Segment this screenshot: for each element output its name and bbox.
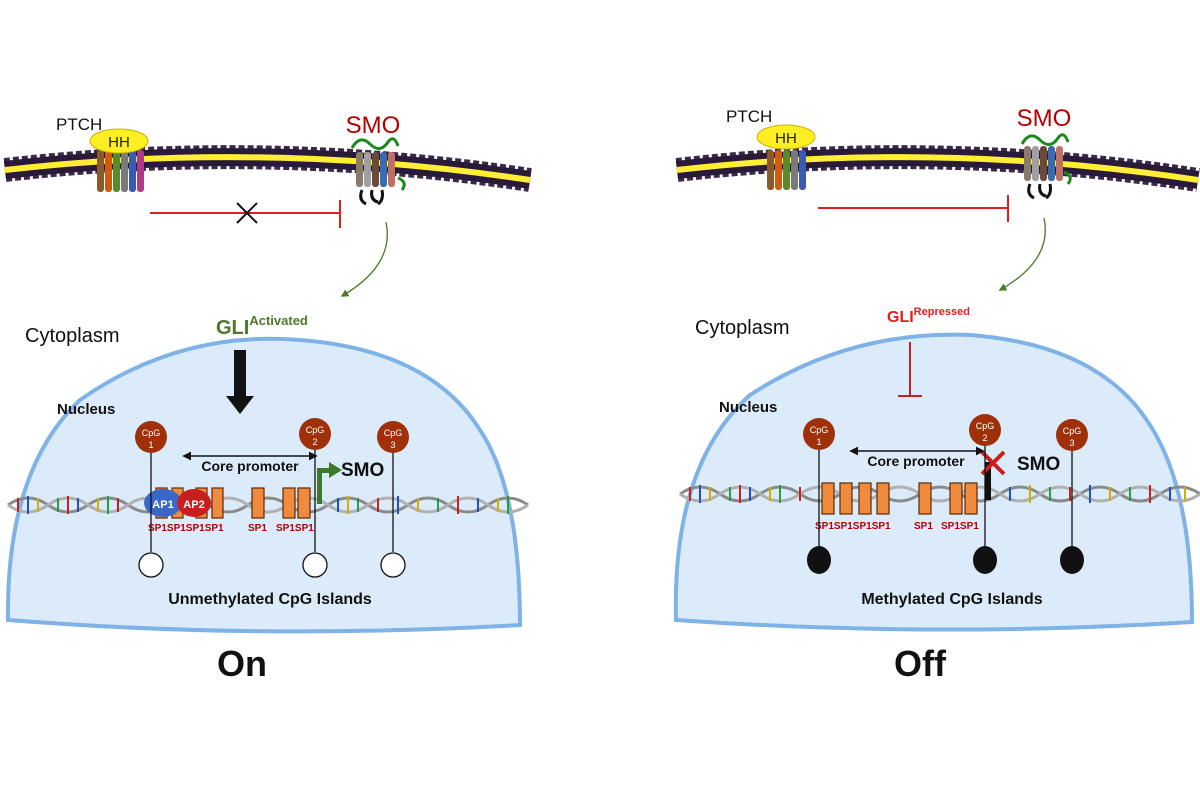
svg-text:CpG: CpG — [306, 425, 325, 435]
svg-text:1: 1 — [148, 440, 153, 450]
ptch-label: PTCH — [56, 115, 102, 134]
nucleus — [673, 332, 1195, 632]
hh-ligand — [756, 124, 816, 150]
cpg-site-3: CpG 3 — [377, 421, 409, 578]
smo-to-gli-arrow — [340, 221, 388, 297]
islands-label: Methylated CpG Islands — [861, 591, 1042, 608]
panel-on: HH PTCH SMO GLIActivated Cytoplasm — [3, 112, 532, 684]
gli-activated-label: GLIActivated — [216, 313, 308, 339]
cpg-site-3: CpG 3 — [1056, 419, 1088, 574]
sp1-pair-label: SP1SP1 — [276, 523, 314, 534]
smo-receptor — [1020, 133, 1072, 200]
svg-text:3: 3 — [1069, 438, 1074, 448]
svg-text:CpG: CpG — [810, 425, 829, 435]
cytoplasm-label: Cytoplasm — [25, 325, 119, 347]
nucleus-label: Nucleus — [719, 399, 777, 416]
ptch-label: PTCH — [726, 107, 772, 126]
cpg-site-2: CpG 2 — [299, 418, 331, 578]
ap1-factor — [144, 489, 182, 517]
hh-ligand — [89, 128, 149, 154]
ap2-label: AP2 — [183, 499, 204, 511]
transcription-start-arrow — [317, 462, 342, 504]
sp1-single-label: SP1 — [248, 523, 267, 534]
ptch-receptor — [767, 150, 806, 190]
core-promoter-label: Core promoter — [201, 458, 299, 474]
cytoplasm-label: Cytoplasm — [695, 317, 789, 339]
cpg-site-2: CpG 2 — [969, 414, 1001, 574]
ap2-factor — [177, 489, 211, 517]
sp1-group-label: SP1SP1SP1SP1 — [148, 523, 224, 534]
smo-receptor-label: SMO — [346, 112, 401, 139]
gli-to-nucleus-arrow — [226, 350, 254, 414]
hh-label: HH — [108, 134, 130, 151]
cell-membrane — [675, 145, 1200, 192]
sp1-binding-sites — [821, 482, 978, 515]
state-label-on: On — [217, 643, 267, 684]
panel-off: HH PTCH SMO GLIRepressed Cytoplasm — [673, 105, 1200, 684]
svg-text:CpG: CpG — [976, 421, 995, 431]
gli-repressed-label: GLIRepressed — [887, 306, 970, 326]
svg-text:3: 3 — [390, 440, 395, 450]
cpg-site-1: CpG 1 — [803, 418, 835, 574]
sp1-group-label: SP1SP1SP1SP1 — [815, 521, 891, 532]
blocked-transcription-start — [980, 450, 1006, 500]
svg-text:2: 2 — [312, 437, 317, 447]
smo-receptor-label: SMO — [1017, 105, 1072, 132]
ptch-smo-inhibition-blocked — [150, 200, 341, 228]
sp1-pair-label: SP1SP1 — [941, 521, 979, 532]
svg-text:CpG: CpG — [142, 428, 161, 438]
core-promoter-label: Core promoter — [867, 453, 965, 469]
smo-receptor — [350, 137, 406, 206]
cpg-site-1: CpG 1 — [135, 421, 167, 578]
dna-helix — [7, 496, 529, 514]
hh-label: HH — [775, 130, 797, 147]
svg-text:1: 1 — [816, 437, 821, 447]
smo-gene-label: SMO — [1017, 454, 1060, 475]
svg-text:CpG: CpG — [1063, 426, 1082, 436]
smo-gene-label: SMO — [341, 460, 384, 481]
nucleus-label: Nucleus — [57, 401, 115, 418]
svg-text:2: 2 — [982, 433, 987, 443]
svg-text:CpG: CpG — [384, 428, 403, 438]
islands-label: Unmethylated CpG Islands — [168, 591, 372, 608]
nucleus — [5, 336, 523, 634]
smo-to-gli-arrow — [998, 217, 1046, 291]
ap1-label: AP1 — [152, 499, 173, 511]
sp1-single-label: SP1 — [914, 521, 933, 532]
dna-helix — [679, 485, 1200, 503]
gli-repression-tbar — [898, 342, 922, 397]
cell-membrane — [3, 145, 532, 192]
ptch-smo-inhibition — [818, 195, 1009, 222]
state-label-off: Off — [894, 643, 947, 684]
ptch-receptor — [97, 150, 144, 192]
